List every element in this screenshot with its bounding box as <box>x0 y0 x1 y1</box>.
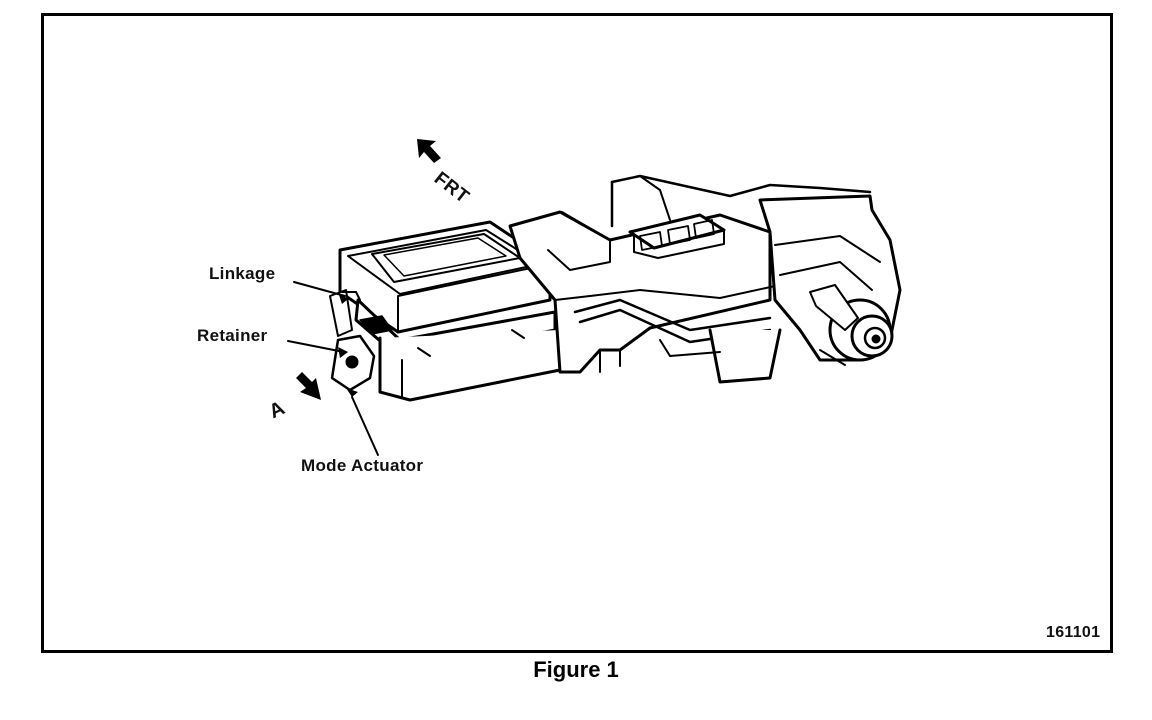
figure-caption: Figure 1 <box>533 657 619 682</box>
mode-actuator-label: Mode Actuator <box>301 456 424 475</box>
view-a-arrow-icon <box>296 372 321 400</box>
blower-housing <box>758 194 902 366</box>
leader-lines <box>287 281 379 456</box>
figure-frame <box>41 13 1113 653</box>
front-arrow-icon <box>417 139 441 163</box>
arrows <box>296 139 441 400</box>
upper-case-housing <box>338 220 562 402</box>
linkage-label: Linkage <box>209 264 276 283</box>
retainer-label: Retainer <box>197 326 268 345</box>
evaporator-case <box>508 174 872 384</box>
figure-code: 161101 <box>1046 624 1101 641</box>
